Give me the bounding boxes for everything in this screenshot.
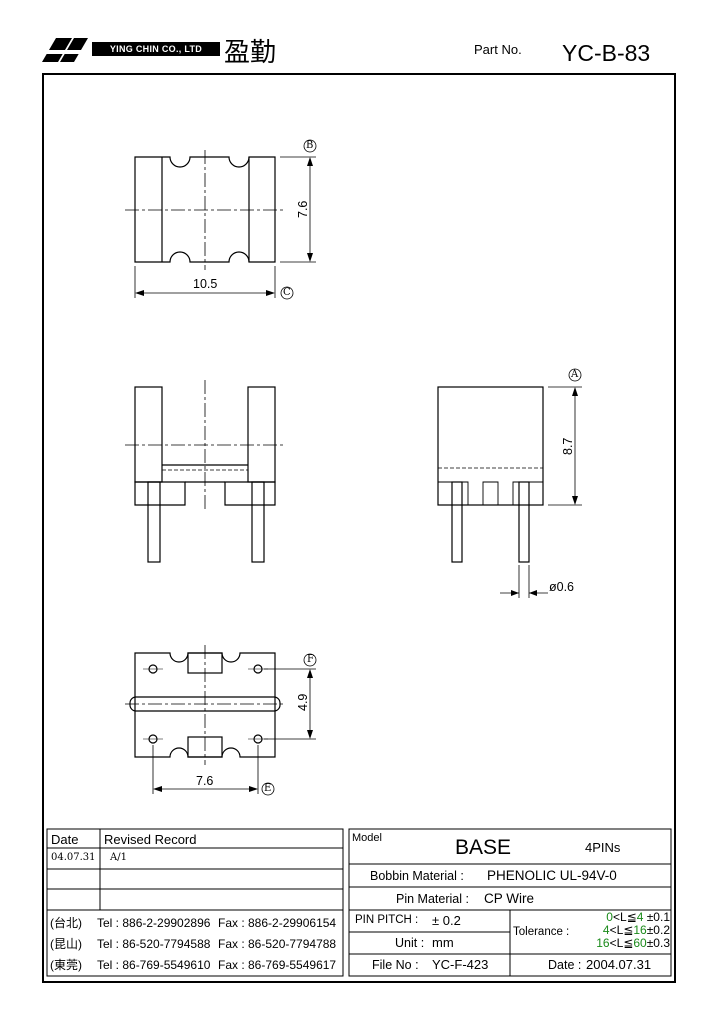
contact-region: (東莞) — [50, 958, 82, 972]
revision-table — [46, 828, 344, 977]
contact-tel: Tel : 86-769-5549610 — [97, 958, 211, 972]
unit-value: mm — [432, 935, 454, 950]
revision-date-header: Date — [51, 832, 79, 847]
top-view — [125, 139, 317, 300]
file-no-label: File No : — [372, 958, 419, 972]
tolerance-row: 16<L≦60±0.3 — [574, 937, 670, 950]
company-name-en: YING CHIN CO., LTD — [92, 42, 220, 56]
bottom-view — [125, 645, 317, 796]
tolerance-table: 0<L≦4 ±0.1 4<L≦16±0.2 16<L≦60±0.3 — [574, 911, 670, 950]
tolerance-low: 16 — [596, 936, 610, 950]
tolerance-op: <L≦ — [609, 923, 634, 937]
tolerance-low: 4 — [602, 923, 610, 937]
drawing-frame — [42, 73, 676, 983]
tolerance-low: 0 — [606, 910, 613, 924]
dim-pin-diameter: ø0.6 — [549, 580, 575, 594]
contact-fax: Fax : 86-520-7794788 — [218, 937, 337, 951]
marker-c: C — [283, 287, 291, 298]
pin-count: 4PINs — [585, 840, 621, 855]
part-no-label: Part No. — [474, 42, 522, 57]
contact-tel: Tel : 86-520-7794588 — [97, 937, 211, 951]
date-label: Date : — [548, 958, 582, 972]
pin-material-value: CP Wire — [484, 891, 535, 906]
company-logo — [42, 38, 88, 62]
contact-tel: Tel : 886-2-29902896 — [97, 916, 211, 930]
dim-bottom-horizontal: 7.6 — [196, 774, 214, 788]
tolerance-value: ±0.1 — [646, 910, 670, 924]
company-name-cn: 盈勤 — [224, 38, 277, 68]
tolerance-value: ±0.2 — [646, 923, 670, 937]
tolerance-high: 60 — [633, 936, 647, 950]
tolerance-op: <L≦ — [609, 936, 634, 950]
dim-side-height: 8.7 — [561, 437, 575, 455]
side-view — [437, 368, 582, 598]
pin-pitch-value: ± 0.2 — [432, 913, 461, 928]
tolerance-value: ±0.3 — [646, 936, 670, 950]
contact-region: (昆山) — [50, 937, 82, 951]
contact-region: (台北) — [50, 916, 82, 930]
tolerance-high: 16 — [633, 923, 647, 937]
part-no-value: YC-B-83 — [562, 40, 651, 66]
dim-top-width: 10.5 — [193, 277, 218, 291]
marker-f: F — [307, 654, 314, 665]
tolerance-row: 0<L≦4 ±0.1 — [574, 911, 670, 924]
model-label: Model — [352, 832, 382, 844]
dim-top-height: 7.6 — [296, 200, 310, 218]
file-no-value: YC-F-423 — [432, 957, 489, 972]
marker-a: A — [571, 369, 579, 380]
tolerance-op: <L≦ — [612, 910, 637, 924]
contact-fax: Fax : 886-2-29906154 — [218, 916, 337, 930]
front-view — [125, 380, 285, 563]
spec-table — [348, 828, 672, 977]
pin-material-label: Pin Material : — [396, 892, 469, 906]
bobbin-material-value: PHENOLIC UL-94V-0 — [487, 868, 617, 883]
contact-fax: Fax : 86-769-5549617 — [218, 958, 337, 972]
revision-record-header: Revised Record — [104, 832, 197, 847]
pin-pitch-label: PIN PITCH : — [355, 914, 419, 926]
date-value: 2004.07.31 — [586, 957, 652, 972]
marker-e: E — [264, 783, 272, 794]
dim-bottom-vertical: 4.9 — [296, 693, 310, 711]
unit-label: Unit : — [395, 936, 425, 950]
revision-row-date: 04.07.31 — [51, 852, 96, 863]
revision-row-record: A/1 — [110, 852, 127, 863]
marker-b: B — [306, 140, 314, 151]
bobbin-material-label: Bobbin Material : — [370, 869, 464, 883]
model-value: BASE — [455, 836, 512, 859]
tolerance-high: 4 — [636, 910, 644, 924]
tolerance-label: Tolerance : — [513, 926, 570, 938]
tolerance-row: 4<L≦16±0.2 — [574, 924, 670, 937]
